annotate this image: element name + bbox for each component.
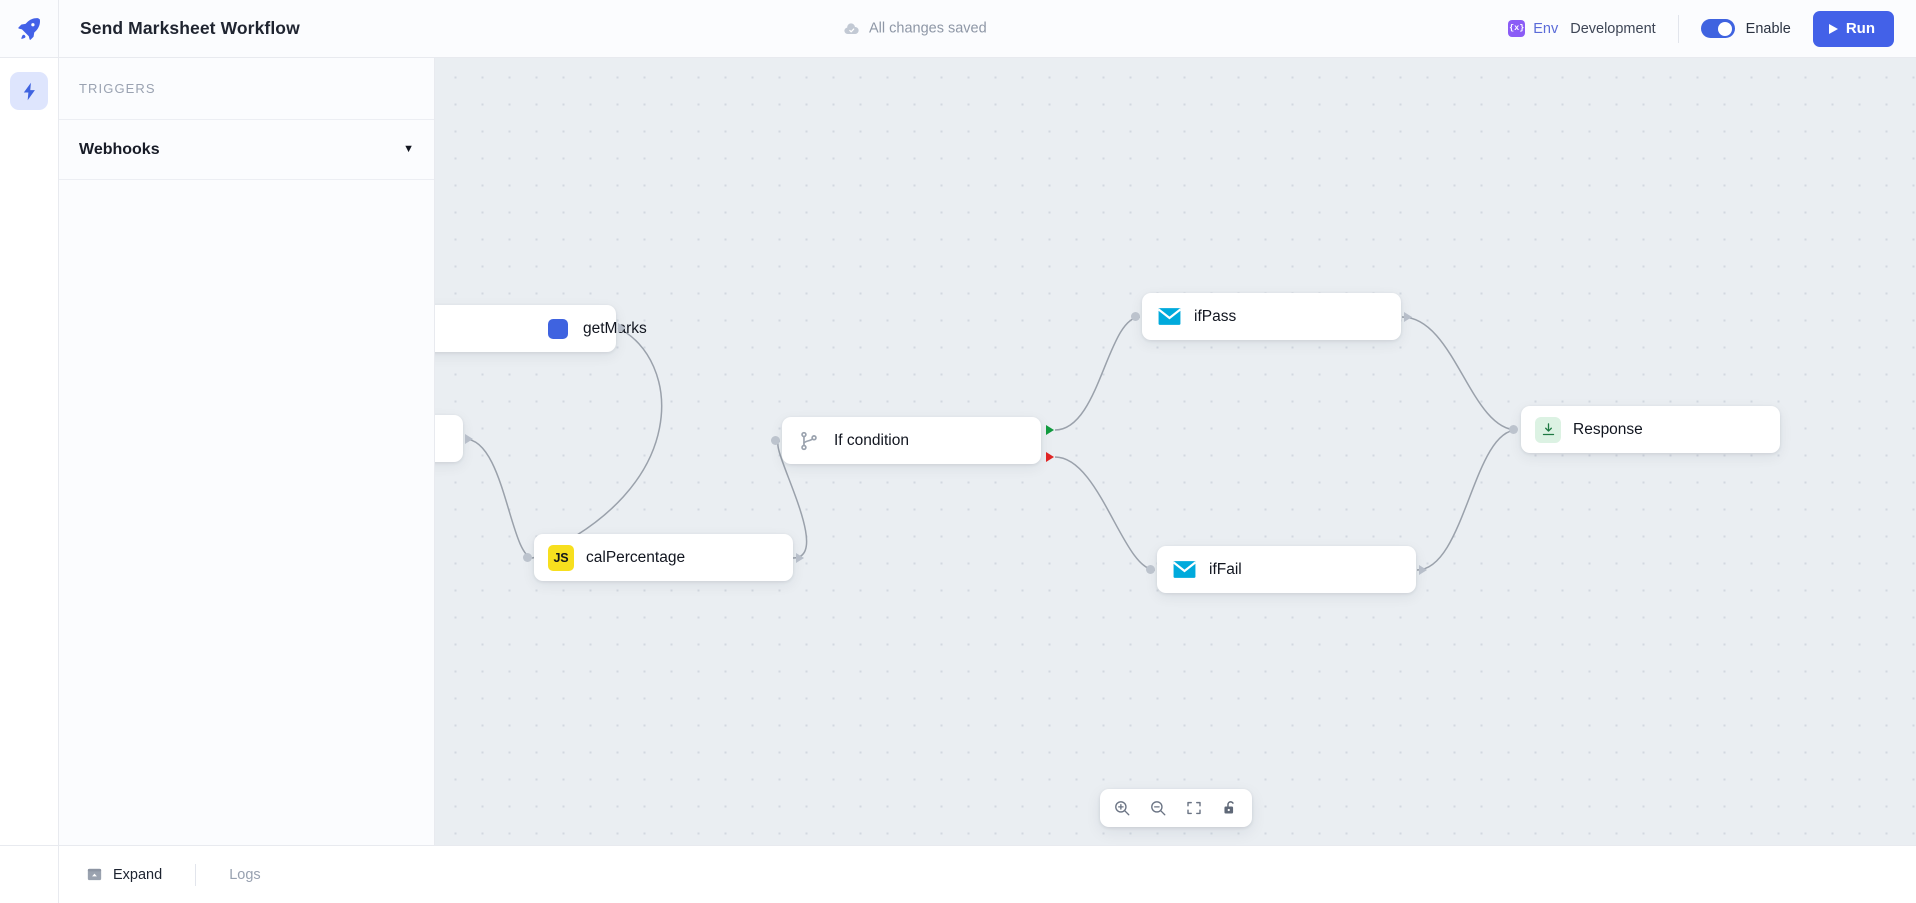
top-bar: Send Marksheet Workflow All changes save… — [0, 0, 1916, 58]
fit-view-button[interactable] — [1179, 793, 1209, 823]
edge-getmarks-to-calpercentage — [532, 327, 663, 559]
output-handle-arrow[interactable] — [1419, 565, 1427, 575]
output-handle-arrow[interactable] — [465, 434, 473, 444]
node-if-condition[interactable]: If condition — [782, 417, 1041, 464]
branch-icon-glyph — [801, 431, 817, 450]
cloud-check-icon — [844, 22, 859, 34]
save-status: All changes saved — [843, 20, 987, 37]
node-label: ifFail — [1209, 560, 1242, 578]
bottom-bar: Expand Logs — [0, 845, 1916, 903]
panel-item-label: Webhooks — [79, 140, 160, 158]
output-handle-arrow[interactable] — [618, 323, 626, 333]
node-getmarks[interactable]: getMarks — [435, 305, 647, 352]
node-ifpass[interactable]: ifPass — [1142, 293, 1401, 340]
node-iffail[interactable]: ifFail — [1157, 546, 1416, 593]
app-logo[interactable] — [0, 0, 59, 58]
save-status-label: All changes saved — [869, 20, 987, 37]
workflow-canvas[interactable]: getMarks JS calPercentage — [435, 58, 1916, 845]
edge-clipped-to-calpercentage — [464, 438, 534, 559]
node-clipped-left[interactable] — [435, 415, 463, 462]
divider — [1677, 14, 1679, 43]
zoom-out-icon — [1150, 801, 1165, 816]
canvas-toolbar — [1099, 789, 1252, 827]
node-response[interactable]: Response — [1521, 406, 1780, 453]
node-calpercentage[interactable]: JS calPercentage — [534, 534, 793, 581]
page-title: Send Marksheet Workflow — [80, 18, 300, 38]
chevron-down-icon[interactable]: ▼ — [403, 143, 414, 155]
expand-label: Expand — [113, 866, 163, 883]
lightning-bolt-icon — [23, 82, 35, 100]
panel-section-title: TRIGGERS — [79, 81, 156, 96]
logs-button[interactable]: Logs — [229, 866, 261, 883]
toggle-knob — [1718, 21, 1733, 36]
email-icon — [1156, 304, 1182, 330]
true-output-handle[interactable] — [1046, 425, 1054, 435]
node-label: calPercentage — [586, 548, 686, 566]
unlock-icon — [1223, 801, 1234, 814]
panel-expand-icon — [87, 868, 102, 881]
zoom-out-button[interactable] — [1143, 793, 1173, 823]
edge-iffail-to-response — [1416, 429, 1518, 571]
fit-screen-icon — [1186, 801, 1201, 815]
divider — [195, 863, 197, 886]
run-button[interactable]: Run — [1812, 10, 1894, 47]
output-handle-arrow[interactable] — [1404, 312, 1412, 322]
env-value: Development — [1570, 20, 1656, 37]
input-handle-dot[interactable] — [1131, 312, 1140, 321]
input-handle-dot[interactable] — [1509, 425, 1518, 434]
zoom-in-icon — [1114, 801, 1129, 816]
expand-button[interactable]: Expand — [59, 866, 162, 883]
response-download-icon-glyph — [1542, 423, 1554, 436]
enable-label: Enable — [1745, 20, 1791, 37]
node-label: If condition — [834, 431, 909, 449]
top-bar-actions: {x} Env Development Enable Run — [1508, 10, 1894, 47]
rocket-icon — [18, 17, 40, 40]
input-handle-dot[interactable] — [771, 436, 780, 445]
bottom-bar-rail-spacer — [0, 846, 59, 903]
branch-icon — [796, 428, 822, 454]
node-label: getMarks — [583, 319, 647, 337]
edge-false-to-iffail — [1054, 456, 1156, 571]
edge-true-to-ifpass — [1054, 316, 1141, 431]
play-icon — [1828, 23, 1838, 34]
node-label: Response — [1573, 420, 1643, 438]
lock-canvas-button[interactable] — [1215, 793, 1245, 823]
blue-app-icon — [545, 316, 571, 342]
zoom-in-button[interactable] — [1107, 793, 1137, 823]
run-button-label: Run — [1845, 20, 1875, 37]
response-download-icon — [1535, 416, 1561, 443]
left-rail — [0, 58, 59, 845]
env-variable-icon: {x} — [1508, 20, 1526, 37]
email-icon — [1171, 557, 1197, 583]
enable-toggle-group: Enable — [1679, 19, 1813, 38]
edge-ifpass-to-response — [1401, 316, 1518, 431]
node-label: ifPass — [1194, 307, 1237, 325]
panel-section-header: TRIGGERS — [59, 58, 434, 120]
email-icon-glyph — [1157, 308, 1181, 325]
env-label: Env — [1533, 20, 1559, 37]
js-icon: JS — [548, 544, 574, 571]
input-handle-dot[interactable] — [523, 553, 532, 562]
triggers-panel: TRIGGERS Webhooks ▼ — [59, 58, 435, 845]
output-handle-arrow[interactable] — [796, 553, 804, 563]
input-handle-dot[interactable] — [1146, 565, 1155, 574]
environment-selector[interactable]: {x} Env Development — [1508, 20, 1677, 37]
enable-toggle[interactable] — [1700, 19, 1735, 38]
blue-app-icon-glyph — [548, 318, 568, 339]
email-icon-glyph — [1172, 561, 1196, 578]
false-output-handle[interactable] — [1046, 452, 1054, 462]
editor-body: TRIGGERS Webhooks ▼ — [0, 58, 1916, 845]
panel-item-webhooks[interactable]: Webhooks ▼ — [59, 120, 434, 180]
rail-item-triggers[interactable] — [10, 72, 48, 110]
